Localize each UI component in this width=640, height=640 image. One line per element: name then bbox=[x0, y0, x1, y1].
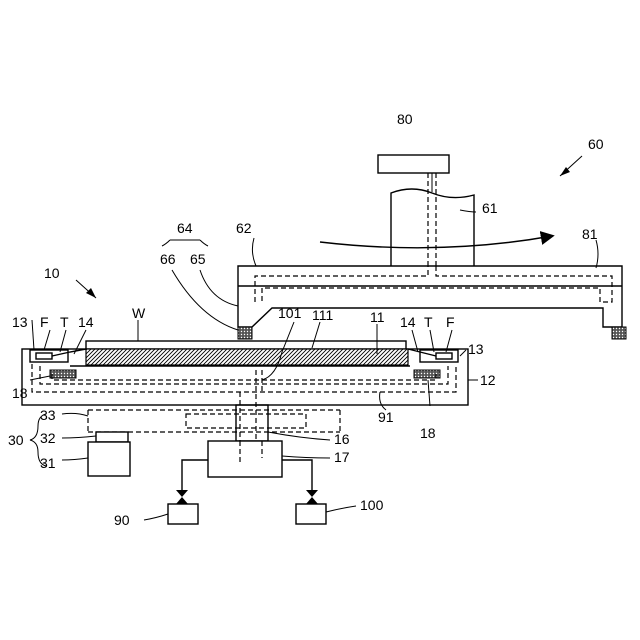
label-111: 111 bbox=[312, 307, 333, 323]
label-91: 91 bbox=[378, 409, 394, 425]
shaft-61 bbox=[391, 189, 474, 266]
motor-31 bbox=[88, 442, 130, 476]
label-18-left: 18 bbox=[12, 385, 28, 401]
label-30: 30 bbox=[8, 432, 24, 448]
label-66: 66 bbox=[160, 251, 176, 267]
label-90: 90 bbox=[114, 512, 130, 528]
label-62: 62 bbox=[236, 220, 252, 236]
label-W: W bbox=[132, 305, 146, 321]
label-17: 17 bbox=[334, 449, 350, 465]
block-80 bbox=[378, 155, 449, 173]
label-11: 11 bbox=[370, 309, 385, 325]
label-100: 100 bbox=[360, 497, 384, 513]
pulley-32 bbox=[96, 432, 128, 442]
label-61: 61 bbox=[482, 200, 498, 216]
label-64: 64 bbox=[177, 220, 193, 236]
wafer-W bbox=[86, 341, 406, 349]
label-101: 101 bbox=[278, 305, 302, 321]
label-81: 81 bbox=[582, 226, 598, 242]
box-90 bbox=[168, 504, 198, 524]
pad-right bbox=[612, 327, 626, 339]
pad-left bbox=[238, 327, 252, 339]
rotary-joint-17 bbox=[208, 441, 282, 477]
label-60: 60 bbox=[588, 136, 604, 152]
label-10: 10 bbox=[44, 265, 60, 281]
label-F-right: F bbox=[446, 314, 455, 330]
label-F-left: F bbox=[40, 314, 49, 330]
label-18-right: 18 bbox=[420, 425, 436, 441]
label-T-left: T bbox=[60, 314, 69, 330]
label-16: 16 bbox=[334, 431, 350, 447]
pad-11 bbox=[86, 349, 408, 365]
label-14-left: 14 bbox=[78, 314, 94, 330]
label-13-left: 13 bbox=[12, 314, 28, 330]
box-100 bbox=[296, 504, 326, 524]
label-31: 31 bbox=[40, 455, 56, 471]
label-33: 33 bbox=[40, 407, 56, 423]
label-12: 12 bbox=[480, 372, 496, 388]
label-13-right: 13 bbox=[468, 341, 484, 357]
label-65: 65 bbox=[190, 251, 206, 267]
label-32: 32 bbox=[40, 430, 56, 446]
label-14-right: 14 bbox=[400, 314, 416, 330]
label-T-right: T bbox=[424, 314, 433, 330]
label-80: 80 bbox=[397, 111, 413, 127]
